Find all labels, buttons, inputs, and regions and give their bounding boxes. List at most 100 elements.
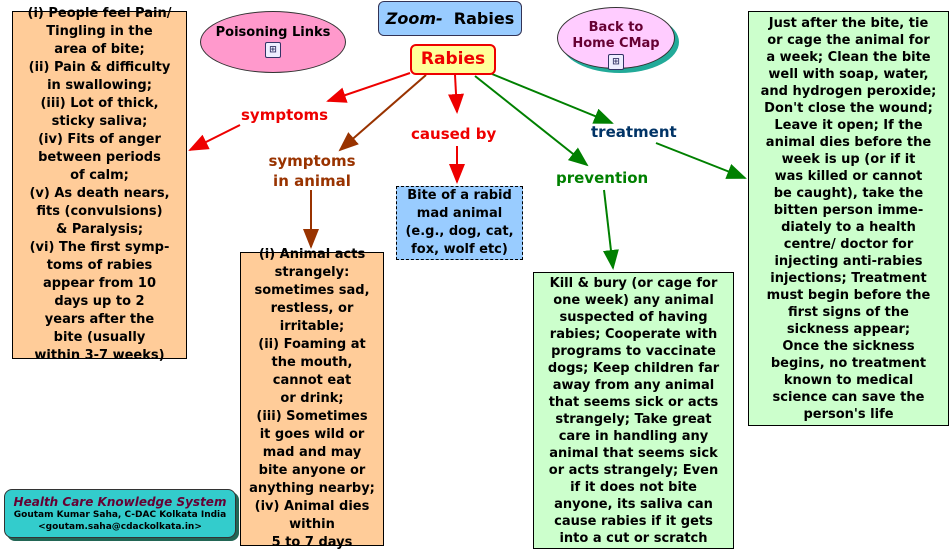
- box-text-line: must begin before the: [766, 287, 931, 303]
- box-text-line: mad and may: [262, 445, 362, 460]
- box-text-line: mad animal: [416, 206, 503, 221]
- title-zoom: Zoom-: [385, 9, 443, 28]
- box-text-line: (v) As death nears,: [29, 186, 170, 201]
- box-text-line: be caught), take the: [773, 185, 924, 201]
- box-text-line: anything nearby;: [249, 481, 375, 496]
- box-text-line: anyone, its saliva can: [554, 496, 713, 512]
- box-text-line: Once the sickness: [782, 338, 915, 354]
- box-text-line: into a cut or scratch: [559, 530, 708, 546]
- box-text-line: bitten person imme-: [773, 202, 924, 218]
- arrow-rabies-symptoms: [326, 72, 411, 103]
- box-text-line: Don't close the wound;: [764, 100, 933, 116]
- box-text-line: fox, wolf etc): [411, 242, 508, 257]
- page-title: Zoom- Rabies: [378, 1, 522, 36]
- box-text-line: begins, no treatment: [770, 355, 927, 371]
- footer-title: Health Care Knowledge System: [13, 495, 227, 509]
- box-text-line: in swallowing;: [47, 78, 152, 93]
- box-text-line: injections; Treatment: [770, 270, 927, 286]
- box-text-line: Leave it open; If the: [774, 117, 923, 133]
- box-text-line: (i) Animal acts: [258, 247, 366, 262]
- arrow-rabies-animal: [338, 74, 427, 152]
- box-text-line: Just after the bite, tie: [768, 15, 929, 31]
- box-text-line: well with soap, water,: [768, 66, 929, 82]
- back-home-line: Home CMap: [572, 36, 660, 51]
- box-text-line: days up to 2: [54, 294, 145, 309]
- box-text-line: appear from 10: [42, 276, 157, 291]
- box-text-line: (iii) Lot of thick,: [40, 96, 159, 111]
- box-text-line: sometimes sad,: [254, 283, 370, 298]
- box-text-line: or acts strangely; Even: [548, 462, 719, 478]
- box-text-line: and hydrogen peroxide;: [760, 83, 937, 99]
- box-text-line: fits (convulsions): [36, 204, 163, 219]
- box-text-line: Kill & bury (or cage for: [549, 275, 718, 291]
- box-text-line: (ii) Foaming at: [258, 337, 366, 352]
- box-text-line: 5 to 7 days: [271, 535, 353, 550]
- box-text-line: that seems sick or acts: [548, 394, 719, 410]
- box-text-line: programs to vaccinate: [551, 343, 716, 359]
- arrow-rabies-treatment: [491, 73, 614, 124]
- title-topic: Rabies: [453, 9, 515, 28]
- box-text-line: restless, or: [270, 301, 354, 316]
- box-text-line: known to medical: [783, 372, 914, 388]
- box-text-line: (iv) Fits of anger: [38, 132, 161, 147]
- link-line: in animal: [273, 172, 351, 190]
- box-text-line: care in handling any: [558, 428, 709, 444]
- box-text-line: the mouth,: [271, 355, 353, 370]
- box-text-line: & Paralysis;: [55, 222, 144, 237]
- box-text-line: animal that seems sick: [549, 445, 718, 461]
- box-text-line: sticky saliva;: [51, 114, 148, 129]
- link-caused-by: caused by: [411, 125, 497, 143]
- box-text-line: bite (usually: [53, 330, 146, 345]
- box-text-line: (iv) Animal dies: [254, 499, 370, 514]
- box-text-line: was killed or cannot: [774, 168, 923, 184]
- box-text-line: years after the: [44, 312, 155, 327]
- box-text-line: it goes wild or: [259, 427, 365, 442]
- link-prevention: prevention: [556, 169, 649, 187]
- box-text-line: strangely; Take great: [555, 411, 712, 427]
- concept-map-icon[interactable]: ⊞: [608, 54, 624, 70]
- link-treatment: treatment: [591, 123, 677, 141]
- box-text-line: or cage the animal for: [767, 32, 930, 48]
- box-text-line: within 3-7 weeks): [34, 348, 165, 363]
- link-symptoms: symptoms: [241, 106, 329, 124]
- box-text-line: centre/ doctor for: [783, 236, 914, 252]
- link-symptoms-in-animal: symptoms in animal: [262, 151, 362, 191]
- box-text-line: (i) People feel Pain/: [27, 6, 172, 21]
- footer-credit: Health Care Knowledge System Goutam Kuma…: [4, 489, 236, 538]
- footer-email[interactable]: <goutam.saha@cdackolkata.in>: [38, 522, 202, 532]
- box-text-line: toms of rabies: [46, 258, 153, 273]
- arrow-symptoms-box: [188, 124, 241, 151]
- box-text-line: strangely:: [274, 265, 350, 280]
- back-home-node[interactable]: Back to Home CMap ⊞: [557, 7, 675, 70]
- box-text-line: away from any animal: [552, 377, 715, 393]
- box-text-line: (ii) Pain & difficulty: [28, 60, 171, 75]
- box-text-line: suspected of having: [559, 309, 708, 325]
- box-text-line: rabies; Cooperate with: [549, 326, 718, 342]
- box-text-line: diately to a health: [781, 219, 916, 235]
- concept-map-icon[interactable]: ⊞: [265, 42, 281, 58]
- animal-symptoms-box: (i) Animal acts strangely: sometimes sad, r…: [240, 247, 384, 550]
- box-text-line: Bite of a rabid: [407, 188, 512, 203]
- arrow-rabies-cause: [448, 74, 465, 114]
- back-home-line: Back to: [588, 20, 644, 35]
- link-line: symptoms: [268, 152, 356, 170]
- box-text-line: between periods: [38, 150, 161, 165]
- box-text-line: first signs of the: [788, 304, 909, 320]
- box-text-line: one week) any animal: [553, 292, 714, 308]
- poisoning-links-node[interactable]: Poisoning Links ⊞: [200, 11, 346, 73]
- box-text-line: (vi) The first symp-: [29, 240, 170, 255]
- box-text-line: sickness appear;: [786, 321, 911, 337]
- arrow-rabies-prevention: [474, 75, 589, 167]
- box-text-line: dogs; Keep children far: [547, 360, 720, 376]
- box-text-line: irritable;: [279, 319, 345, 334]
- footer-author: Goutam Kumar Saha, C-DAC Kolkata India: [13, 510, 227, 520]
- box-text-line: animal dies before the: [765, 134, 932, 150]
- box-text-line: area of bite;: [54, 42, 145, 57]
- box-text-line: injecting anti-rabies: [774, 253, 923, 269]
- central-node-rabies[interactable]: Rabies: [410, 44, 496, 75]
